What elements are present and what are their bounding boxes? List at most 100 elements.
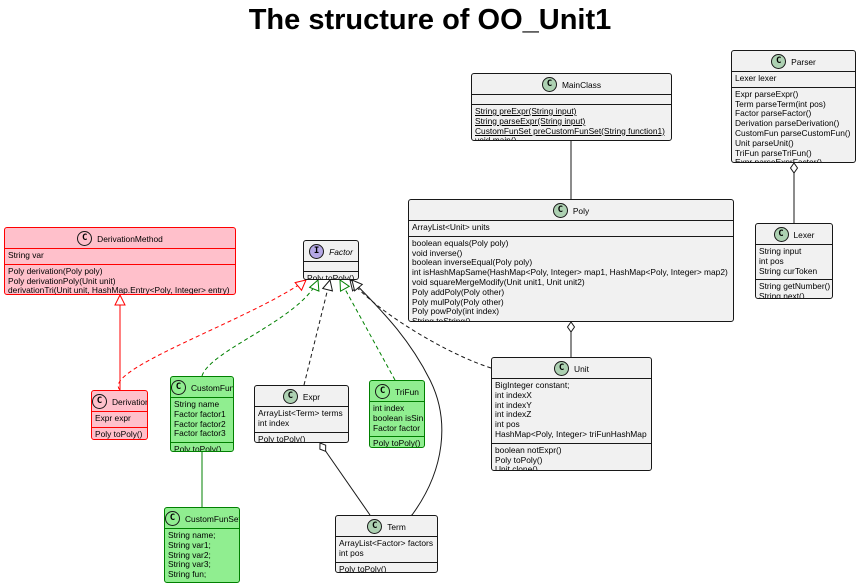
class-badge-icon: C (171, 380, 186, 396)
interface-badge-icon: I (309, 244, 325, 260)
field-row: boolean isSin (373, 412, 424, 423)
field-row: Lexer lexer (735, 73, 777, 83)
field-row: Expr expr (95, 413, 131, 423)
class-header: C Unit (492, 358, 651, 379)
methods-compartment: boolean notExpr()Poly toPoly()Unit clone… (492, 444, 651, 471)
method-row: derivationTri(Unit unit, HashMap.Entry<P… (8, 285, 230, 295)
method-row: Poly toPoly() (307, 273, 355, 280)
field-row: Factor factor1 (174, 408, 226, 419)
method-row: String parseExpr(String input) (475, 115, 586, 126)
method-row: TriFun parseTriFun() (735, 147, 812, 158)
field-row: String input (759, 246, 802, 256)
method-row: CustomFunSet preCustomFunSet(String func… (475, 125, 665, 136)
class-badge-icon: C (773, 227, 789, 243)
field-row: int pos (339, 547, 364, 558)
field-row: String var3; (168, 559, 211, 570)
method-row: Derivation parseDerivation() (735, 118, 840, 129)
class-badge-icon: C (282, 389, 298, 405)
field-row: Factor factor3 (174, 428, 226, 439)
method-row: Poly toPoly() (174, 444, 222, 452)
method-row: String getNumber() (759, 281, 831, 292)
field-row: String var (8, 250, 44, 260)
method-row: Unit clone() (495, 464, 538, 471)
methods-compartment: Poly toPoly() (255, 433, 348, 443)
field-row: int indexY (495, 399, 532, 410)
method-row: Poly toPoly() (258, 433, 306, 443)
class-name: Expr (302, 391, 321, 402)
class-header: I Factor (304, 241, 358, 262)
class-name: Derivation (112, 396, 148, 407)
fields-compartment (304, 262, 358, 272)
field-row: String fun; (168, 569, 207, 580)
class-name: TriFun (395, 386, 419, 397)
class-name: CustomFun (191, 382, 234, 393)
edge-derivation-factor (117, 279, 307, 391)
fields-compartment: Expr expr (92, 412, 147, 428)
method-row: void inverse() (412, 247, 463, 258)
method-row: Poly addPoly(Poly other) (412, 286, 505, 297)
method-row: Poly derivation(Poly poly) (8, 265, 103, 276)
field-row: int indexZ (495, 409, 532, 420)
field-row: int indexX (495, 389, 532, 400)
class-header: C CustomFun (171, 377, 233, 398)
class-name: Parser (791, 56, 816, 67)
method-row: int isHashMapSame(HashMap<Poly, Integer>… (412, 267, 728, 278)
class-badge-icon: C (165, 511, 180, 527)
methods-compartment: Poly toPoly() (370, 437, 424, 448)
methods-compartment: Poly derivation(Poly poly)Poly derivatio… (5, 265, 235, 295)
method-row: Unit parseUnit() (735, 137, 794, 148)
method-row: String next() (759, 291, 805, 299)
method-row: Expr parseExpr() (735, 88, 799, 99)
edge-customfun-factor (201, 278, 320, 377)
class-badge-icon: C (771, 54, 787, 70)
methods-compartment: Expr parseExpr()Term parseTerm(int pos)F… (732, 88, 855, 162)
methods-compartment: Poly toPoly() (92, 428, 147, 439)
field-row: int pos (759, 255, 784, 266)
class-name: MainClass (561, 79, 602, 90)
class-badge-icon: C (375, 384, 391, 400)
method-row: Poly toPoly() (495, 454, 543, 465)
class-name: DerivationMethod (97, 233, 163, 244)
class-name: CustomFunSet (185, 513, 240, 524)
class-header: C Expr (255, 386, 348, 407)
field-row: String name; (168, 530, 216, 540)
methods-compartment: String getNumber()String next() (756, 280, 832, 299)
edge-poly-unit (566, 321, 576, 357)
method-row: Poly toPoly() (373, 438, 421, 448)
field-row: String curToken (759, 265, 818, 276)
method-row: Poly powPoly(int index) (412, 306, 500, 317)
class-name: Unit (574, 363, 589, 374)
methods-compartment: Poly toPoly() (171, 443, 233, 452)
class-badge-icon: C (554, 361, 570, 377)
edge-derivation-derivationmethod (114, 293, 126, 390)
class-badge-icon: C (367, 519, 383, 535)
class-name: Factor (329, 246, 353, 257)
field-row: String var1; (168, 539, 211, 550)
edge-parser-lexer (789, 162, 799, 223)
methods-compartment: Poly toPoly() (304, 272, 358, 280)
field-row: int index (258, 417, 290, 428)
fields-compartment: String name;String var1;String var2;Stri… (165, 529, 239, 582)
field-row: ArrayList<Factor> factors (339, 538, 434, 548)
class-badge-icon: C (92, 394, 107, 410)
field-row: int pos (495, 419, 520, 430)
field-row: String var2; (168, 549, 211, 560)
